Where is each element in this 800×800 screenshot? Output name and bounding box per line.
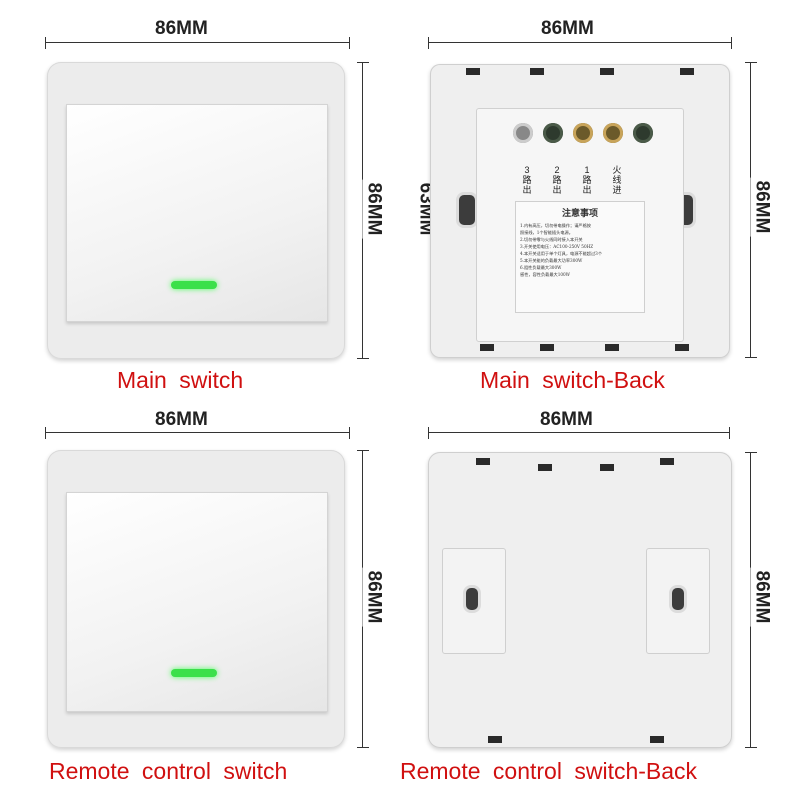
mounting-boss-left: [442, 548, 506, 654]
height-dimension-label: 86MM: [362, 567, 385, 627]
terminal-screw: [513, 123, 533, 143]
width-dimension-line: [45, 37, 350, 49]
height-dimension-label: 86MM: [750, 177, 773, 237]
mounting-slot-left: [463, 585, 481, 613]
clip-tab: [680, 68, 694, 75]
clip-tab: [660, 458, 674, 465]
clip-tab: [530, 68, 544, 75]
clip-tab: [488, 736, 502, 743]
clip-tab: [675, 344, 689, 351]
clip-tab: [600, 464, 614, 471]
terminal-screw: [603, 123, 623, 143]
main-switch-back-housing: 3 路 出 2 路 出 1 路 出 火 线 进 注意事项 1.内有高压，切勿带电…: [430, 64, 730, 358]
width-dimension-label: 86MM: [152, 409, 211, 431]
notice-title: 注意事项: [561, 209, 598, 219]
remote-switch-caption: Remote control switch: [49, 758, 288, 784]
clip-tab: [650, 736, 664, 743]
width-dimension-label: 86MM: [537, 409, 596, 431]
clip-tab: [600, 68, 614, 75]
notice-label: 注意事项 1.内有高压，切勿带电操作；请严格按 照接线，1个智能插头电源。 2.…: [515, 201, 645, 313]
terminal-screw: [543, 123, 563, 143]
height-dimension-label: 86MM: [750, 567, 773, 627]
remote-switch-plate: [47, 450, 345, 748]
terminal-screw: [633, 123, 653, 143]
main-switch-plate: [47, 62, 345, 359]
led-indicator: [171, 281, 217, 289]
clip-tab: [466, 68, 480, 75]
height-dimension-label: 86MM: [362, 179, 385, 239]
mounting-boss-right: [646, 548, 710, 654]
clip-tab: [540, 344, 554, 351]
clip-tab: [476, 458, 490, 465]
clip-tab: [605, 344, 619, 351]
main-switch-caption: Main switch: [117, 367, 244, 393]
width-dimension-label: 86MM: [152, 18, 211, 40]
main-switch-rocker[interactable]: [66, 104, 328, 322]
remote-switch-back-housing: [428, 452, 732, 748]
terminal-label: 2 路 出: [552, 165, 562, 195]
switch-module-body: 3 路 出 2 路 出 1 路 出 火 线 进 注意事项 1.内有高压，切勿带电…: [476, 108, 684, 342]
clip-tab: [480, 344, 494, 351]
remote-switch-rocker[interactable]: [66, 492, 328, 712]
terminal-label: 1 路 出: [582, 165, 592, 195]
led-indicator: [171, 669, 217, 677]
notice-lines: 1.内有高压，切勿带电操作；请严格按 照接线，1个智能插头电源。 2.切勿带零与…: [520, 223, 603, 277]
width-dimension-line: [45, 427, 350, 439]
mounting-slot-left: [456, 192, 478, 228]
mounting-slot-right: [669, 585, 687, 613]
width-dimension-label: 86MM: [538, 18, 597, 40]
terminal-screw: [573, 123, 593, 143]
remote-switch-back-caption: Remote control switch-Back: [400, 758, 698, 784]
main-switch-back-caption: Main switch-Back: [480, 367, 665, 393]
terminal-label: 3 路 出: [522, 165, 532, 195]
terminal-label: 火 线 进: [612, 165, 622, 195]
width-dimension-line: [428, 427, 730, 439]
clip-tab: [538, 464, 552, 471]
width-dimension-line: [428, 37, 732, 49]
